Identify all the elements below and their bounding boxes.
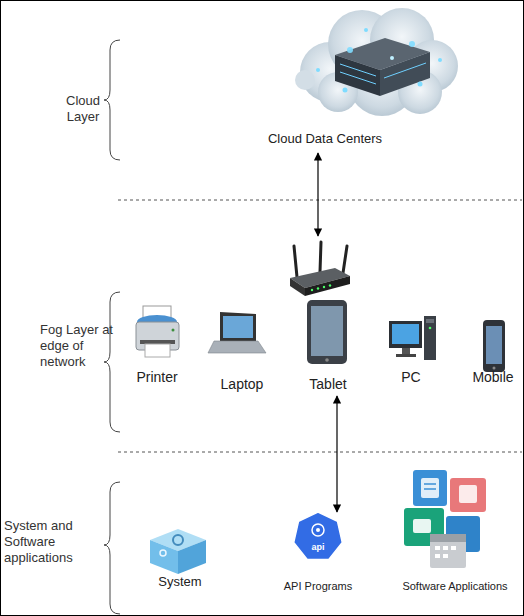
layer-label: Cloud Layer [58,93,108,125]
node-label: System [142,575,218,590]
layer-label: Fog Layer at edge of network [40,322,120,370]
connector-arrow [336,396,337,512]
api-icon [294,512,343,559]
node-label: Cloud Data Centers [259,132,391,147]
device-node: Mobile [465,318,521,388]
node-label: Software Applications [392,580,518,593]
printer-icon [136,306,179,357]
apps-icon [404,470,486,568]
device-node: PC [382,313,440,388]
mobile-icon [483,320,505,372]
brace [104,292,120,432]
brace [104,482,120,614]
cloud-node: Cloud Data Centers [259,132,391,152]
link-arrow [317,153,318,236]
laptop-icon [208,312,266,353]
brace [104,40,120,160]
device-node: Printer [124,303,190,388]
node-label: PC [382,369,440,385]
pc-icon [389,316,436,360]
app-node: apiAPI Programs [281,512,355,597]
node-label: Mobile [465,369,521,385]
separator [118,200,522,201]
app-node: System [142,525,218,593]
cloud-icon [295,8,458,116]
node-label: Laptop [207,376,277,392]
layer-label: System and Software applications [4,518,84,566]
node-label: API Programs [281,580,355,593]
tablet-icon [307,300,347,364]
icon-text: api [281,542,355,552]
system-icon [150,529,206,574]
app-node: Software Applications [392,468,518,598]
device-node: Tablet [292,298,364,396]
node-label: Tablet [292,376,364,392]
separator [118,452,522,453]
router-icon [290,242,350,296]
device-node: Laptop [207,308,277,396]
node-label: Printer [124,369,190,385]
